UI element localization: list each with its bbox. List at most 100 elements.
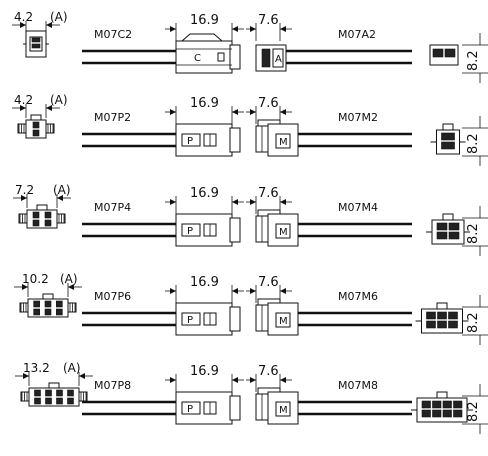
plug-nose	[229, 44, 241, 70]
right-part-number: M07M2	[338, 111, 378, 124]
front-view-pin	[34, 397, 41, 405]
front-view-pin	[45, 389, 52, 397]
front-view-latch-tab	[48, 382, 60, 389]
dimension-arrowhead	[232, 377, 238, 383]
end-view-pin	[436, 222, 448, 231]
dimension-arrowhead	[232, 288, 238, 294]
plug-label-frame	[181, 312, 201, 326]
left-part-number: M07P8	[94, 379, 131, 392]
dimension-arrowhead	[170, 288, 176, 294]
width-dimension-value: 4.2	[14, 10, 33, 24]
front-view-pin	[31, 43, 41, 49]
receptacle-label-frame	[275, 133, 291, 149]
height-dimension-value: 8.2	[466, 223, 481, 244]
dimension-arrowhead	[280, 377, 286, 383]
plug-nose	[229, 395, 241, 421]
right-part-number: M07A2	[338, 28, 376, 41]
plug-polarity-mark: C	[194, 53, 201, 64]
end-view-pin	[453, 400, 463, 409]
right-part-number: M07M6	[338, 290, 378, 303]
plug-nose	[229, 306, 241, 332]
dimension-arrowhead	[170, 109, 176, 115]
end-view-pin	[444, 48, 456, 58]
depth-dimension-value: 7.6	[258, 13, 279, 28]
end-view-pin	[437, 320, 447, 329]
plug-latch	[181, 33, 223, 42]
height-dimension-value: 8.2	[466, 50, 481, 71]
connector-row-2pin-a: 4.2 (A) M07C2 16.9C 7.6A M07A2 8.2	[12, 10, 488, 83]
dimension-arrowhead	[232, 199, 238, 205]
end-view-pin	[448, 320, 458, 329]
end-view-latch	[442, 123, 454, 131]
width-reference-label: (A)	[53, 183, 71, 197]
width-dimension-value: 7.2	[15, 183, 34, 197]
front-view-pin	[56, 300, 63, 308]
right-part-number: M07M8	[338, 379, 378, 392]
front-view-ear-left	[18, 213, 28, 224]
dimension-arrowhead	[250, 26, 256, 32]
end-view-pin	[453, 409, 463, 418]
front-view-pin	[67, 397, 74, 405]
dimension-arrowhead	[46, 22, 52, 28]
dimension-arrowhead	[250, 109, 256, 115]
end-view-pin	[441, 141, 455, 150]
length-dimension-value: 16.9	[190, 186, 219, 201]
plug-polarity-mark: P	[187, 226, 193, 237]
height-dimension-value: 8.2	[466, 312, 481, 333]
plug-nose	[229, 217, 241, 243]
plug-window	[217, 52, 225, 62]
receptacle-latch	[261, 48, 271, 68]
receptacle-polarity-mark: M	[279, 227, 288, 238]
dimension-arrowhead	[68, 284, 74, 290]
dimension-arrowhead	[79, 373, 85, 379]
dimension-arrowhead	[170, 26, 176, 32]
end-view-pin	[442, 409, 452, 418]
dimension-arrowhead	[22, 284, 28, 290]
width-dimension-value: 4.2	[14, 93, 33, 107]
width-dimension-value: 10.2	[22, 272, 49, 286]
front-view-pin	[44, 300, 52, 308]
end-view-pin	[448, 222, 460, 231]
receptacle-polarity-mark: M	[279, 405, 288, 416]
plug-polarity-mark: P	[187, 136, 193, 147]
receptacle-label-frame	[275, 223, 291, 239]
end-view-pin	[441, 132, 455, 141]
end-view-pin	[437, 311, 447, 320]
depth-dimension-value: 7.6	[258, 364, 279, 379]
front-view-ear-right	[45, 123, 55, 134]
width-reference-label: (A)	[50, 10, 68, 24]
length-dimension-value: 16.9	[190, 96, 219, 111]
front-view-pin	[56, 308, 63, 316]
dimension-arrowhead	[250, 199, 256, 205]
end-view-pin	[426, 311, 436, 320]
plug-label-frame	[181, 401, 201, 415]
left-part-number: M07P4	[94, 201, 131, 214]
front-view-ear-right	[67, 302, 77, 313]
front-view-pin	[32, 219, 40, 227]
end-view-pin	[442, 400, 452, 409]
plug-nose	[229, 127, 241, 153]
end-view-latch	[436, 302, 448, 310]
depth-dimension-value: 7.6	[258, 275, 279, 290]
end-view-pin	[421, 400, 431, 409]
left-part-number: M07P2	[94, 111, 131, 124]
front-view-pin	[56, 389, 63, 397]
front-view-ear-right	[56, 213, 66, 224]
width-reference-label: (A)	[60, 272, 78, 286]
dimension-arrowhead	[232, 109, 238, 115]
left-part-number: M07C2	[94, 28, 132, 41]
front-view-pin	[44, 219, 52, 227]
dimension-arrowhead	[250, 377, 256, 383]
plug-polarity-mark: P	[187, 315, 193, 326]
left-part-number: M07P6	[94, 290, 131, 303]
width-dimension-value: 13.2	[23, 361, 50, 375]
end-view-pin	[432, 48, 444, 58]
front-view-pin	[67, 389, 74, 397]
front-view-housing	[26, 209, 58, 229]
length-dimension-value: 16.9	[190, 13, 219, 28]
receptacle-polarity-mark: A	[275, 54, 282, 65]
dimension-arrowhead	[46, 105, 52, 111]
